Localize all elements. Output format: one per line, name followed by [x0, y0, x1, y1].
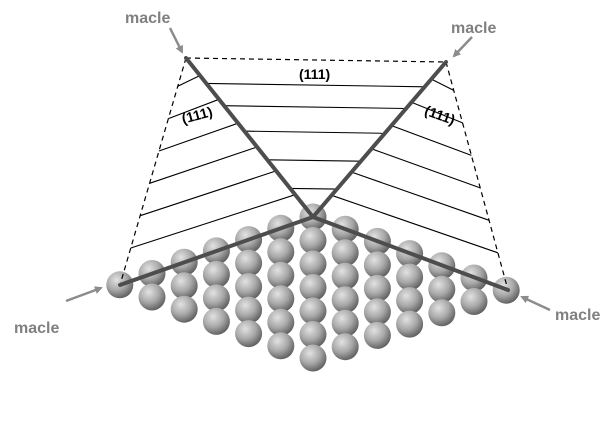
label-plane-left: (111) [180, 103, 214, 127]
twin-boundary-top-left [186, 58, 313, 217]
plane-line-left [140, 171, 276, 216]
atom [364, 251, 391, 278]
atom [235, 250, 262, 277]
atom [364, 275, 391, 302]
atom [332, 310, 359, 337]
atom [300, 298, 327, 325]
atom [332, 286, 359, 313]
atom [267, 309, 294, 336]
atom [332, 333, 359, 360]
atom [300, 274, 327, 301]
plane-line-top [267, 160, 361, 161]
plane-line-right [372, 149, 481, 188]
plane-line-right [431, 79, 453, 90]
plane-line-right [352, 172, 490, 220]
arrow-bottom-right [522, 297, 550, 310]
plane-line-top [290, 188, 337, 189]
atom [396, 311, 423, 338]
atom [267, 238, 294, 265]
label-twin-bottom-left: macle [14, 320, 59, 337]
label-plane-right: (111) [423, 102, 458, 128]
plane-line-left [159, 123, 238, 151]
atom [300, 321, 327, 348]
atom [267, 285, 294, 312]
atom [461, 288, 488, 315]
arrow-top-left [170, 28, 182, 52]
arrow-bottom-left [66, 288, 101, 301]
atom [364, 298, 391, 325]
label-plane-top: (111) [299, 66, 330, 82]
plane-line-top [206, 83, 424, 86]
atom [428, 276, 455, 303]
arrow-top-right [454, 37, 472, 56]
atom-lattice [106, 204, 519, 372]
atom [235, 297, 262, 324]
atom [267, 262, 294, 289]
atom [332, 239, 359, 266]
atom [171, 272, 198, 299]
atom [396, 287, 423, 314]
atom [203, 261, 230, 288]
atom [428, 299, 455, 326]
plane-line-left [150, 147, 258, 183]
plane-line-right [392, 126, 472, 156]
label-twin-bottom-right: macle [555, 307, 600, 324]
atom [203, 308, 230, 335]
atom [171, 296, 198, 323]
atom [364, 322, 391, 349]
atom [235, 320, 262, 347]
plane-line-left [178, 76, 200, 87]
label-twin-top-left: macle [125, 10, 170, 27]
atom [396, 264, 423, 291]
atom [300, 251, 327, 278]
plane-line-top [224, 106, 406, 109]
atom [203, 284, 230, 311]
atom [300, 227, 327, 254]
atom [332, 263, 359, 290]
atom [267, 332, 294, 359]
atom [300, 345, 327, 372]
atom [139, 284, 166, 311]
plane-line-top [244, 131, 384, 133]
atom [235, 273, 262, 300]
label-twin-top-right: macle [451, 20, 496, 37]
